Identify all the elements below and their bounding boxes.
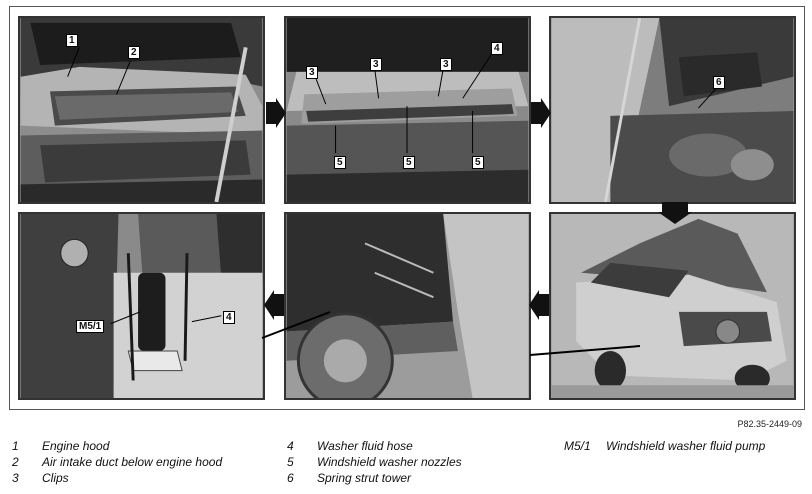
legend-text: Windshield washer fluid pump <box>606 439 766 453</box>
legend-item: 5 Windshield washer nozzles <box>287 454 462 470</box>
legend-item: 3 Clips <box>12 470 222 486</box>
arrow-down <box>658 202 692 224</box>
arrow-left-2 <box>264 290 284 320</box>
callout-2: 2 <box>128 46 140 59</box>
photo-panel-6 <box>284 212 531 400</box>
photo-wheel-arch <box>286 214 529 398</box>
legend-number: 2 <box>12 455 19 469</box>
callout-m5-1: M5/1 <box>76 320 105 333</box>
legend-number: 4 <box>287 439 294 453</box>
callout-6: 6 <box>713 76 725 89</box>
photo-engine-hood <box>20 18 263 202</box>
callout-5b: 5 <box>403 156 415 169</box>
legend-text: Clips <box>42 471 69 485</box>
legend-text: Air intake duct below engine hood <box>42 455 223 469</box>
photo-spring-strut-tower <box>551 18 794 202</box>
callout-5a: 5 <box>334 156 346 169</box>
arrow-left-1 <box>529 290 549 320</box>
reference-code: P82.35-2449-09 <box>737 419 802 429</box>
photo-panel-1: 1 2 <box>18 16 265 204</box>
arrow-right-1 <box>266 98 286 128</box>
photo-panel-3: 6 <box>549 16 796 204</box>
legend-column-1: 1 Engine hood 2 Air intake duct below engi… <box>12 438 222 486</box>
photo-washer-pump <box>20 214 263 398</box>
callout-1: 1 <box>66 34 78 47</box>
legend-text: Windshield washer nozzles <box>317 455 462 469</box>
legend-item: 6 Spring strut tower <box>287 470 462 486</box>
legend-item: 2 Air intake duct below engine hood <box>12 454 222 470</box>
photo-panel-5: M5/1 4 <box>18 212 265 400</box>
callout-3a: 3 <box>306 66 318 79</box>
legend-item: 1 Engine hood <box>12 438 222 454</box>
callout-5c: 5 <box>472 156 484 169</box>
legend-number: 6 <box>287 471 294 485</box>
photo-washer-nozzles <box>286 18 529 202</box>
legend-item: 4 Washer fluid hose <box>287 438 462 454</box>
legend-number: M5/1 <box>564 439 591 453</box>
callout-4-hose: 4 <box>223 311 235 324</box>
legend-column-3: M5/1 Windshield washer fluid pump <box>564 438 765 454</box>
photo-panel-2: 3 3 3 4 5 5 5 <box>284 16 531 204</box>
callout-4: 4 <box>491 42 503 55</box>
callout-3b: 3 <box>370 58 382 71</box>
legend-column-2: 4 Washer fluid hose 5 Windshield washer no… <box>287 438 462 486</box>
arrow-right-2 <box>531 98 551 128</box>
callout-3c: 3 <box>440 58 452 71</box>
legend-text: Engine hood <box>42 439 110 453</box>
legend-text: Washer fluid hose <box>317 439 413 453</box>
legend-number: 5 <box>287 455 294 469</box>
legend-text: Spring strut tower <box>317 471 412 485</box>
photo-panel-4 <box>549 212 796 400</box>
legend-item: M5/1 Windshield washer fluid pump <box>564 438 765 454</box>
photo-vehicle <box>551 214 794 398</box>
legend-number: 3 <box>12 471 19 485</box>
legend-number: 1 <box>12 439 19 453</box>
